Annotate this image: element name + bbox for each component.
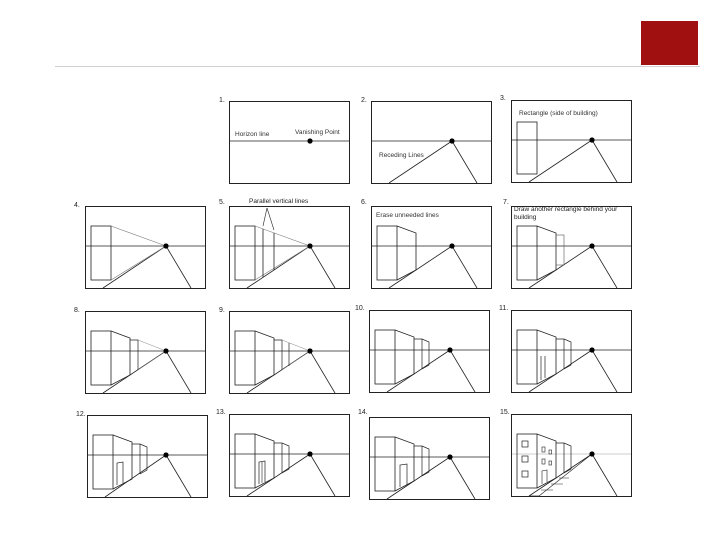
- step-number-14: 14.: [358, 409, 368, 416]
- step-number-5: 5.: [219, 199, 225, 206]
- accent-block: [641, 21, 698, 65]
- step-number-6: 6.: [361, 199, 367, 206]
- step-number-8: 8.: [74, 307, 80, 314]
- another-rectangle-label-line-1: Draw another rectangle behind your: [514, 206, 618, 213]
- another-rectangle-label-line-2: building: [514, 214, 537, 221]
- step-number-7: 7.: [503, 199, 509, 206]
- step-1-drawing: Horizon line Vanishing Point: [229, 101, 350, 184]
- step-9-drawing: [229, 311, 350, 394]
- step-number-9: 9.: [219, 307, 225, 314]
- receding-lines-label: Receding Lines: [379, 152, 425, 159]
- rectangle-label: Rectangle (side of building): [519, 110, 598, 117]
- step-10-drawing: [369, 310, 490, 393]
- step-number-4: 4.: [74, 202, 80, 209]
- step-7-drawing: [511, 206, 632, 289]
- horizon-line-label: Horizon line: [235, 131, 270, 138]
- step-11-drawing: [511, 310, 632, 393]
- step-2-drawing: Receding Lines: [371, 101, 492, 184]
- step-number-2: 2.: [361, 97, 367, 104]
- step-12-drawing: [87, 415, 208, 498]
- step-number-15: 15.: [500, 409, 510, 416]
- parallel-lines-label: Parallel vertical lines: [249, 198, 309, 205]
- step-3-drawing: Rectangle (side of building): [511, 100, 632, 183]
- step-number-12: 12.: [76, 411, 86, 418]
- step-number-1: 1.: [219, 97, 225, 104]
- step-14-drawing: [369, 417, 490, 500]
- step-13-drawing: [229, 414, 350, 497]
- step-number-3: 3.: [500, 95, 506, 102]
- header-divider: [55, 66, 700, 67]
- vanishing-point-label: Vanishing Point: [295, 129, 340, 136]
- another-rectangle-label: Draw another rectangle behind your build…: [514, 206, 632, 222]
- step-8-drawing: [85, 311, 206, 394]
- step-15-drawing: [511, 414, 632, 497]
- step-number-10: 10.: [355, 305, 365, 312]
- erase-lines-label: Erase unneeded lines: [376, 212, 440, 219]
- step-number-11: 11.: [499, 305, 509, 312]
- step-5-drawing: [229, 206, 350, 289]
- step-4-drawing: [85, 206, 206, 289]
- step-number-13: 13.: [216, 409, 226, 416]
- step-6-drawing: Erase unneeded lines: [371, 206, 492, 289]
